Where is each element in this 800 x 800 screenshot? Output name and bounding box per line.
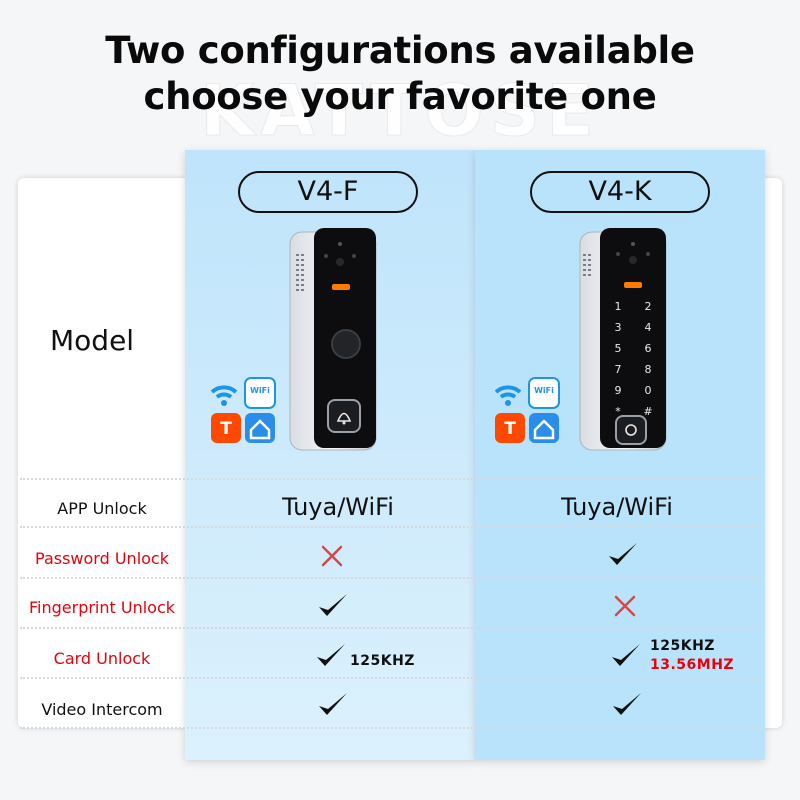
svg-text:*: * xyxy=(615,405,621,418)
check-icon xyxy=(613,693,641,715)
check-icon xyxy=(319,693,347,715)
wifi-icon xyxy=(210,385,238,406)
brand-watermark: KATTOSE xyxy=(200,70,600,153)
card-freq-v4-k-1356mhz: 13.56MHZ xyxy=(650,657,735,673)
svg-text:3: 3 xyxy=(615,321,622,334)
app-unlock-value-v4-k: Tuya/WiFi xyxy=(561,493,673,521)
model-pill-v4-f: V4-F xyxy=(238,171,418,213)
svg-text:4: 4 xyxy=(645,321,652,334)
page-headline: Two configurations available choose your… xyxy=(0,28,800,120)
row-label-video-intercom: Video Intercom xyxy=(41,700,163,719)
card-freq-v4-f: 125KHZ xyxy=(350,653,415,669)
row-divider xyxy=(20,526,760,528)
row-label-app-unlock: APP Unlock xyxy=(57,499,147,518)
svg-text:#: # xyxy=(643,405,652,418)
row-divider xyxy=(20,577,760,579)
row-divider xyxy=(20,627,760,629)
model-pill-v4-k: V4-K xyxy=(530,171,710,213)
card-freq-v4-k-125khz: 125KHZ xyxy=(650,638,715,654)
wifi-badge-icon: WiFi xyxy=(528,377,560,409)
check-icon xyxy=(609,543,637,565)
row-label-card-unlock: Card Unlock xyxy=(53,649,151,668)
row-label-password-unlock: Password Unlock xyxy=(35,549,169,568)
svg-text:0: 0 xyxy=(645,384,652,397)
row-divider xyxy=(20,478,760,480)
tuya-icon: T xyxy=(495,413,525,443)
tuya-icon: T xyxy=(211,413,241,443)
svg-text:8: 8 xyxy=(645,363,652,376)
headline-line-2: choose your favorite one xyxy=(143,75,657,118)
cross-icon xyxy=(321,545,343,567)
svg-text:9: 9 xyxy=(615,384,622,397)
headline-line-1: Two configurations available xyxy=(105,29,695,72)
svg-text:6: 6 xyxy=(645,342,652,355)
svg-text:5: 5 xyxy=(615,342,622,355)
doorbell-keypad-device: 1 2 3 4 5 6 7 8 9 0 * # xyxy=(579,228,667,451)
svg-text:7: 7 xyxy=(615,363,622,376)
svg-text:WiFi: WiFi xyxy=(534,386,554,395)
row-divider xyxy=(20,727,760,729)
check-icon xyxy=(317,644,345,666)
check-icon xyxy=(319,594,347,616)
svg-text:1: 1 xyxy=(615,300,622,313)
row-divider xyxy=(20,677,760,679)
check-icon xyxy=(612,644,640,666)
smart-home-icon xyxy=(245,413,275,443)
wifi-icon xyxy=(494,385,522,406)
wifi-badge-icon: WiFi xyxy=(244,377,276,409)
cross-icon xyxy=(614,595,636,617)
model-row-label: Model xyxy=(50,324,135,357)
svg-text:T: T xyxy=(504,419,516,439)
svg-text:2: 2 xyxy=(645,300,652,313)
doorbell-fingerprint-device xyxy=(289,228,377,451)
svg-text:WiFi: WiFi xyxy=(250,386,270,395)
app-icons-v4-k: WiFi T xyxy=(494,377,560,443)
app-unlock-value-v4-f: Tuya/WiFi xyxy=(282,493,394,521)
svg-text:T: T xyxy=(220,419,232,439)
smart-home-icon xyxy=(529,413,559,443)
app-icons-v4-f: WiFi T xyxy=(210,377,276,443)
row-label-fingerprint-unlock: Fingerprint Unlock xyxy=(28,598,176,617)
